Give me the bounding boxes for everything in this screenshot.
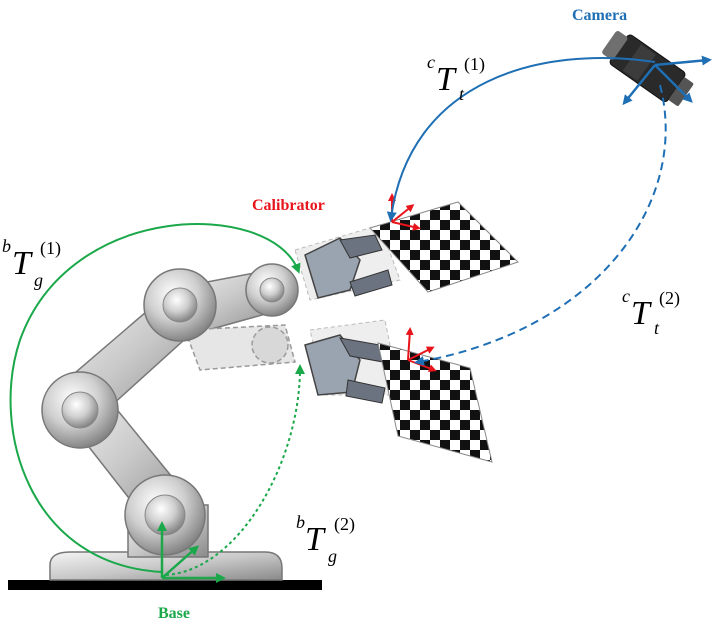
- camera-label: Camera: [572, 7, 627, 24]
- svg-text:b: b: [296, 512, 305, 532]
- label-bt1: b T g (1): [2, 236, 61, 290]
- camera-icon: [602, 31, 694, 106]
- label-ct1: c T t (1): [427, 52, 485, 104]
- label-ct2: c T t (2): [622, 286, 680, 338]
- camera-frame: [622, 55, 712, 106]
- svg-text:c: c: [622, 286, 630, 306]
- calibrator-label: Calibrator: [252, 197, 325, 214]
- svg-text:(1): (1): [464, 54, 485, 75]
- svg-text:(2): (2): [659, 288, 680, 309]
- label-bt2: b T g (2): [296, 512, 355, 566]
- ground-bar: [8, 580, 322, 590]
- checkerboard-icon-2: [377, 342, 493, 463]
- svg-text:g: g: [328, 546, 337, 566]
- transform-arc-bt2: [165, 364, 305, 576]
- svg-text:c: c: [427, 52, 435, 72]
- svg-text:T: T: [631, 295, 652, 332]
- robot-arm-icon: [41, 263, 299, 581]
- svg-text:t: t: [459, 84, 465, 104]
- transform-arc-bt1: [9, 223, 301, 573]
- svg-text:(2): (2): [334, 514, 355, 535]
- transform-arc-ct1: [386, 57, 656, 222]
- svg-text:T: T: [436, 61, 457, 98]
- svg-text:(1): (1): [40, 238, 61, 259]
- base-label: Base: [158, 605, 190, 622]
- svg-text:b: b: [2, 236, 11, 256]
- svg-text:T: T: [12, 245, 33, 282]
- gripper-pose-2: [304, 319, 401, 404]
- svg-text:g: g: [34, 270, 43, 290]
- svg-text:T: T: [305, 521, 326, 558]
- transform-arc-ct2: [414, 84, 667, 366]
- gripper-pose-1: [294, 224, 401, 301]
- base-frame: [157, 521, 226, 583]
- svg-text:t: t: [654, 318, 660, 338]
